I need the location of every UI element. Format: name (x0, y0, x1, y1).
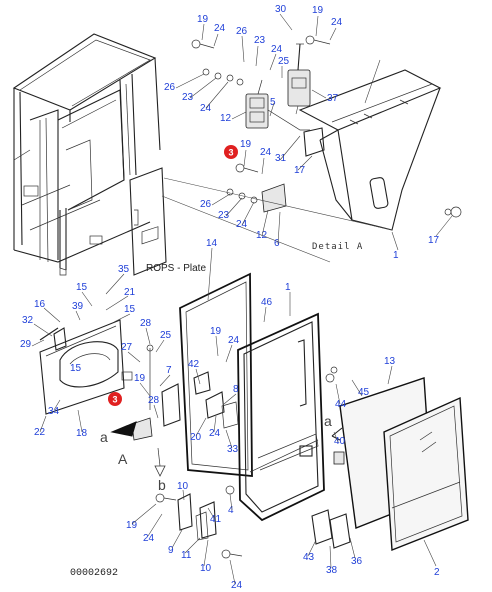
callout: 45 (358, 387, 370, 398)
callout: 26 (236, 26, 248, 37)
callout: 11 (181, 550, 192, 561)
callout: 24 (143, 533, 155, 544)
cab-frame (12, 33, 167, 276)
callout: 19 (126, 520, 138, 531)
detail-a-label: Detail A (312, 242, 363, 252)
callout: 25 (160, 330, 172, 341)
callout: 34 (48, 406, 60, 417)
callout: 33 (227, 444, 239, 455)
highlight-badge-upper: 3 (224, 145, 238, 159)
callout: 13 (384, 356, 396, 367)
callout: 44 (335, 399, 347, 410)
callout: 31 (275, 153, 287, 164)
callout: 42 (188, 359, 200, 370)
callout: 24 (228, 335, 240, 346)
callout: 26 (164, 82, 176, 93)
callout: 16 (34, 299, 46, 310)
callout: 24 (331, 17, 343, 28)
callout: 12 (220, 113, 232, 124)
callout: 24 (214, 23, 226, 34)
step-assembly (39, 319, 133, 415)
callout: 29 (20, 339, 32, 350)
callout: 24 (236, 219, 248, 230)
callout: 26 (200, 199, 212, 210)
view-mark-a-left: a (100, 429, 108, 445)
callout: 15 (76, 282, 88, 293)
callout: 28 (148, 395, 160, 406)
callout: 23 (218, 210, 230, 221)
callout: 35 (118, 264, 130, 275)
callout-numbers: 19 24 30 19 24 26 23 24 25 26 23 24 5 37… (20, 4, 440, 591)
callout: 17 (294, 165, 306, 176)
callout: 9 (168, 545, 174, 556)
callout: 7 (166, 365, 172, 376)
callout: 15 (124, 304, 136, 315)
callout: 23 (254, 35, 266, 46)
callout: 25 (278, 56, 290, 67)
callout: 19 (197, 14, 209, 25)
callout: 10 (200, 563, 212, 574)
callout: 24 (271, 44, 283, 55)
highlight-badge-lower: 3 (108, 392, 122, 406)
callout: 24 (260, 147, 272, 158)
callout: 46 (261, 297, 273, 308)
callout: 6 (274, 238, 280, 249)
drawing-code: 00002692 (70, 568, 118, 579)
callout: 4 (228, 505, 234, 516)
callout: 5 (270, 97, 276, 108)
svg-text:3: 3 (228, 148, 233, 158)
callout: 12 (256, 230, 268, 241)
callout: 41 (210, 514, 222, 525)
callout: 20 (190, 432, 202, 443)
callout: 22 (34, 427, 46, 438)
callout: 2 (434, 567, 440, 578)
hinge-hardware (110, 344, 351, 559)
callout: 18 (76, 428, 88, 439)
callout: 43 (303, 552, 315, 563)
callout: 39 (72, 301, 84, 312)
callout: 24 (209, 428, 221, 439)
callout: 21 (124, 287, 136, 298)
view-mark-a-right: a (324, 413, 332, 429)
glass-panels (339, 377, 469, 552)
callout: 10 (177, 481, 189, 492)
callout: 38 (326, 565, 338, 576)
callout: 27 (121, 342, 133, 353)
callout: 1 (285, 282, 291, 293)
callout: 40 (334, 436, 346, 447)
svg-text:3: 3 (112, 395, 117, 405)
rops-plate-label: ROPS - Plate (146, 263, 206, 274)
callout: 14 (206, 238, 218, 249)
callout: 19 (240, 139, 252, 150)
view-mark-A: A (118, 451, 128, 467)
callout: 19 (210, 326, 222, 337)
callout: 23 (182, 92, 194, 103)
callout: 1 (393, 250, 399, 261)
callout: 19 (312, 5, 324, 16)
view-mark-b: b (158, 477, 166, 493)
callout: 17 (428, 235, 440, 246)
callout: 19 (134, 373, 146, 384)
callout: 8 (233, 384, 239, 395)
callout: 36 (351, 556, 363, 567)
callout: 30 (275, 4, 287, 15)
callout: 15 (70, 363, 82, 374)
callout: 32 (22, 315, 34, 326)
callout: 24 (231, 580, 243, 591)
detail-a-hardware (191, 35, 462, 231)
door-frame (179, 272, 325, 522)
callout: 24 (200, 103, 212, 114)
leader-lines (31, 13, 453, 585)
callout: 28 (140, 318, 152, 329)
callout: 37 (327, 93, 339, 104)
